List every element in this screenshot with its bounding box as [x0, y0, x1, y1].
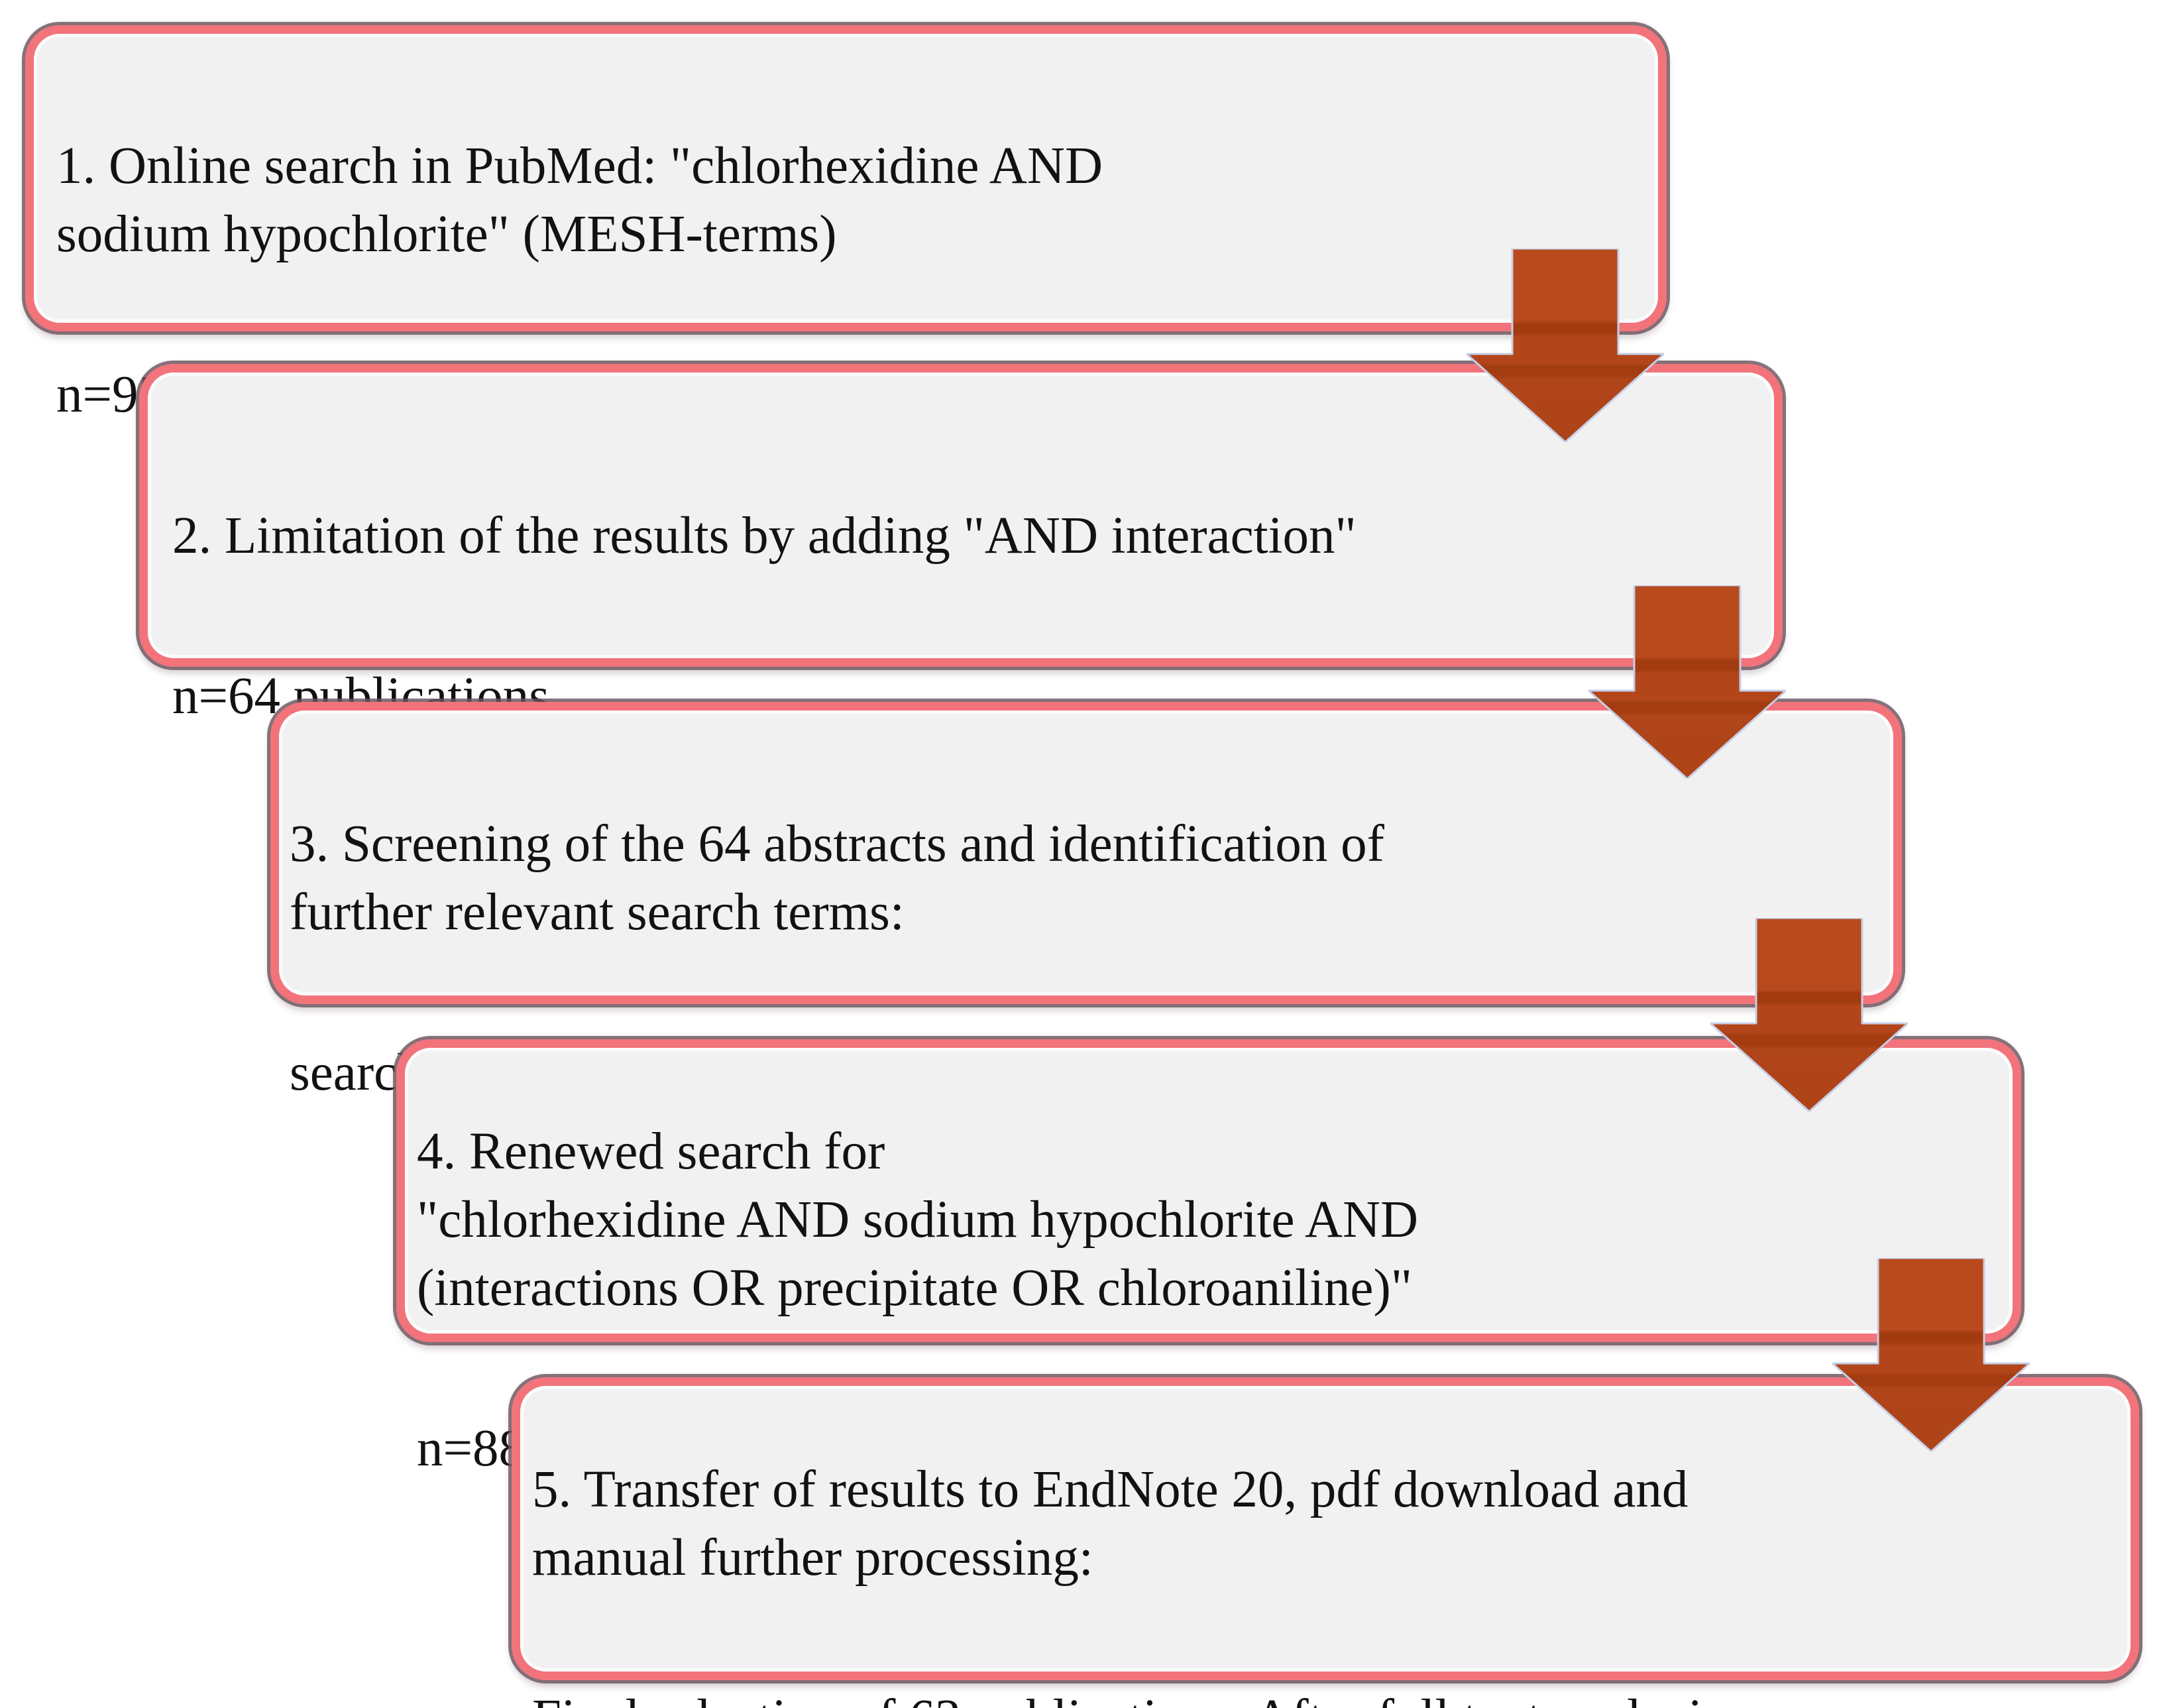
- down-arrow-2-icon: [1588, 585, 1786, 779]
- step-2-text: 2. Limitation of the results by adding "…: [172, 507, 1357, 565]
- step-5-text: 5. Transfer of results to EndNote 20, pd…: [532, 1461, 1689, 1587]
- step-3-text: 3. Screening of the 64 abstracts and ide…: [290, 815, 1384, 941]
- down-arrow-4-icon: [1832, 1258, 2030, 1452]
- step-box-1: 1. Online search in PubMed: "chlorhexidi…: [22, 22, 1670, 424]
- step-1-text: 1. Online search in PubMed: "chlorhexidi…: [56, 137, 1103, 263]
- step-box-5: 5. Transfer of results to EndNote 20, pd…: [508, 1374, 2142, 1708]
- step-box-4: 4. Renewed search for "chlorhexidine AND…: [393, 1036, 2025, 1477]
- down-arrow-1-icon: [1467, 249, 1664, 442]
- step-box-2: 2. Limitation of the results by adding "…: [136, 361, 1786, 725]
- down-arrow-3-icon: [1710, 918, 1908, 1111]
- step-4-text: 4. Renewed search for "chlorhexidine AND…: [417, 1123, 1419, 1317]
- step-5-result: Final selection of 63 publications. Afte…: [532, 1684, 2104, 1708]
